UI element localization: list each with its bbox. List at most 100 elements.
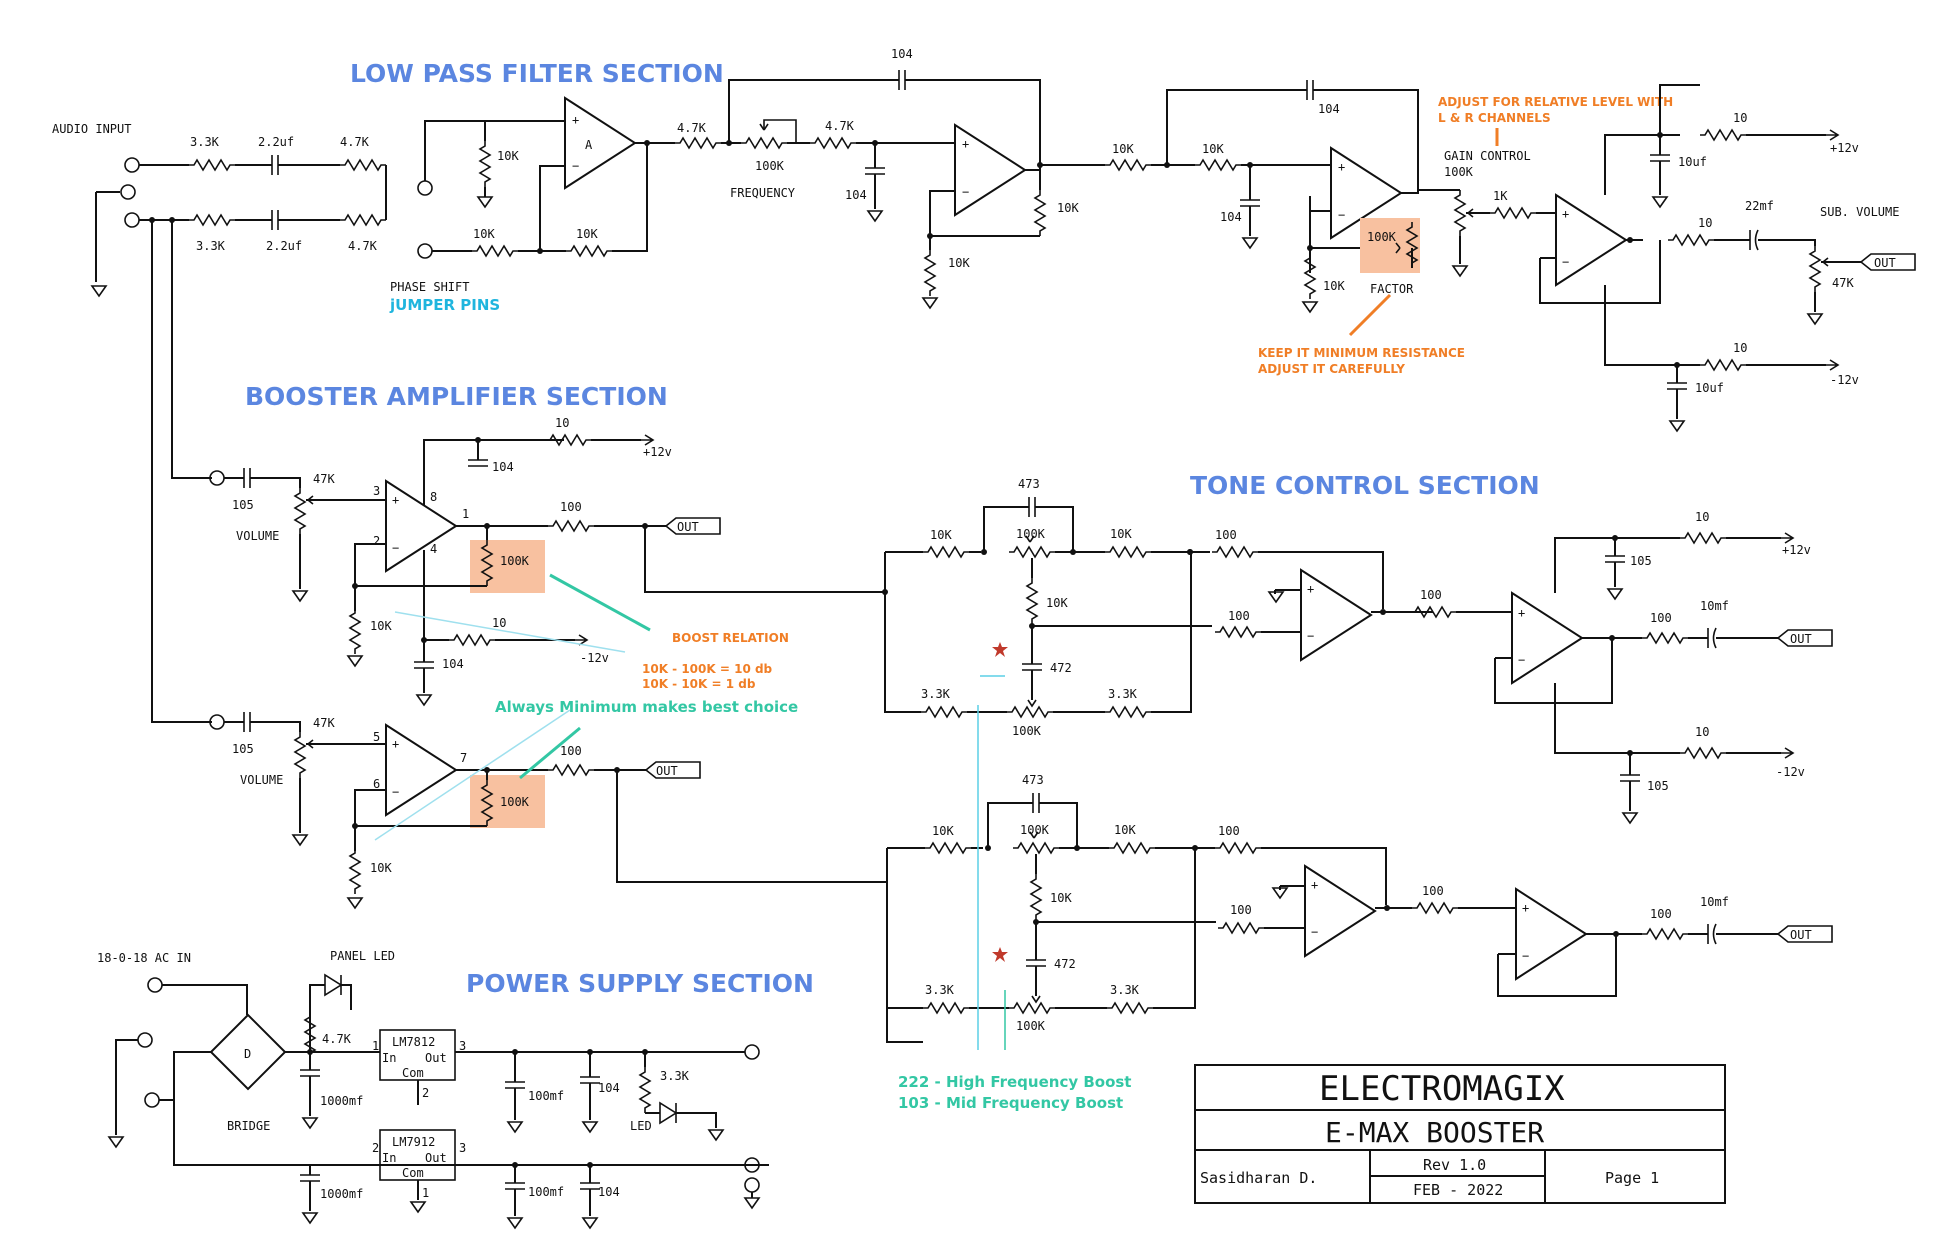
svg-text:10: 10 [555,416,569,430]
svg-text:10K - 100K = 10 db: 10K - 100K = 10 db [642,662,773,676]
tone-section-title: TONE CONTROL SECTION [1190,471,1540,500]
svg-text:D: D [244,1047,251,1061]
svg-text:10: 10 [1733,111,1747,125]
svg-text:+12v: +12v [1782,543,1811,557]
ac-in-label: 18-0-18 AC IN [97,951,191,965]
svg-text:473: 473 [1022,773,1044,787]
factor-label: FACTOR [1370,282,1414,296]
frequency-label: FREQUENCY [730,186,796,200]
svg-text:10K: 10K [1112,142,1134,156]
svg-text:10K: 10K [1110,527,1132,541]
svg-text:1000mf: 1000mf [320,1094,363,1108]
svg-text:+: + [572,113,579,127]
phase-shift-label: PHASE SHIFT [390,280,469,294]
svg-text:A: A [585,138,593,152]
svg-text:ADJUST IT CAREFULLY: ADJUST IT CAREFULLY [1258,362,1405,376]
svg-text:100: 100 [560,744,582,758]
audio-input-label: AUDIO INPUT [52,122,131,136]
booster-section-title: BOOSTER AMPLIFIER SECTION [245,382,668,411]
panel-led-label: PANEL LED [330,949,395,963]
svg-text:Out: Out [425,1051,447,1065]
low-pass-filter-circuit: AUDIO INPUT 3.3K 2.2uf 4.7K 3.3K 2.2uf 4… [52,47,1916,432]
svg-text:10K: 10K [497,149,519,163]
svg-text:3.3K: 3.3K [190,135,220,149]
svg-text:10K: 10K [576,227,598,241]
svg-text:−: − [572,159,579,173]
svg-text:105: 105 [232,498,254,512]
svg-text:10K - 10K = 1 db: 10K - 10K = 1 db [642,677,756,691]
svg-text:100K: 100K [1367,230,1397,244]
svg-text:−: − [392,785,399,799]
svg-text:+: + [1518,606,1525,620]
svg-text:100K: 100K [1020,823,1050,837]
svg-text:-12v: -12v [580,651,609,665]
svg-text:+: + [1562,207,1569,221]
svg-text:−: − [1338,208,1345,222]
svg-text:47K: 47K [313,472,335,486]
svg-text:+: + [962,137,969,151]
svg-text:104: 104 [1318,102,1340,116]
sub-volume-label: SUB. VOLUME [1820,205,1899,219]
company-name: ELECTROMAGIX [1319,1069,1565,1109]
svg-text:2: 2 [422,1086,429,1100]
svg-text:10uf: 10uf [1695,381,1724,395]
svg-text:6: 6 [373,777,380,791]
svg-text:10K: 10K [370,861,392,875]
keep-minimum-note: KEEP IT MINIMUM RESISTANCE [1258,346,1465,360]
svg-text:104: 104 [891,47,913,61]
svg-text:−: − [1562,255,1569,269]
svg-text:100: 100 [1230,903,1252,917]
svg-text:8: 8 [430,490,437,504]
power-section-title: POWER SUPPLY SECTION [466,969,814,998]
date: FEB - 2022 [1413,1181,1503,1199]
svg-text:4: 4 [430,542,437,556]
svg-text:4.7K: 4.7K [825,119,855,133]
svg-text:100: 100 [1420,588,1442,602]
svg-text:10uf: 10uf [1678,155,1707,169]
svg-text:1K: 1K [1493,189,1508,203]
svg-text:5: 5 [373,730,380,744]
always-minimum-note: Always Minimum makes best choice [495,698,798,716]
svg-text:+12v: +12v [1830,141,1859,155]
svg-text:3: 3 [459,1141,466,1155]
svg-text:10K: 10K [948,256,970,270]
svg-text:10: 10 [1698,216,1712,230]
svg-text:+: + [1311,878,1318,892]
svg-text:+: + [1307,582,1314,596]
svg-text:LED: LED [630,1119,652,1133]
svg-text:OUT: OUT [677,520,699,534]
svg-text:LM7912: LM7912 [392,1135,435,1149]
svg-text:100mf: 100mf [528,1089,564,1103]
adjust-level-note: ADJUST FOR RELATIVE LEVEL WITH [1438,95,1673,109]
boost-relation-title: BOOST RELATION [672,631,789,645]
svg-text:473: 473 [1018,477,1040,491]
mf-boost-note: 103 - Mid Frequency Boost [898,1094,1123,1112]
svg-text:−: − [962,185,969,199]
power-supply-circuit: 18-0-18 AC IN D BRIDGE PANEL LED 4.7K 10… [97,949,769,1229]
svg-text:10: 10 [492,616,506,630]
svg-text:100: 100 [1650,907,1672,921]
svg-text:3.3K: 3.3K [925,983,955,997]
svg-text:100: 100 [560,500,582,514]
svg-text:100K: 100K [755,159,785,173]
svg-text:10K: 10K [370,619,392,633]
svg-text:10: 10 [1695,725,1709,739]
svg-text:+: + [392,737,399,751]
svg-text:47K: 47K [313,716,335,730]
booster-amplifier-circuit: 105 47K VOLUME + − 3 2 8 4 1 104 10 +12v… [151,217,887,909]
svg-text:In: In [382,1051,396,1065]
svg-text:100: 100 [1228,609,1250,623]
author-name: Sasidharan D. [1200,1169,1317,1187]
svg-text:Out: Out [425,1151,447,1165]
page-number: Page 1 [1605,1169,1659,1187]
svg-text:105: 105 [1647,779,1669,793]
svg-text:L & R CHANNELS: L & R CHANNELS [1438,111,1551,125]
svg-text:−: − [1522,949,1529,963]
svg-text:3: 3 [373,484,380,498]
svg-text:472: 472 [1054,957,1076,971]
tone-out-connector-1 [1776,629,1833,647]
svg-text:In: In [382,1151,396,1165]
svg-text:100K: 100K [500,795,530,809]
svg-text:3.3K: 3.3K [1110,983,1140,997]
svg-text:OUT: OUT [1790,632,1812,646]
